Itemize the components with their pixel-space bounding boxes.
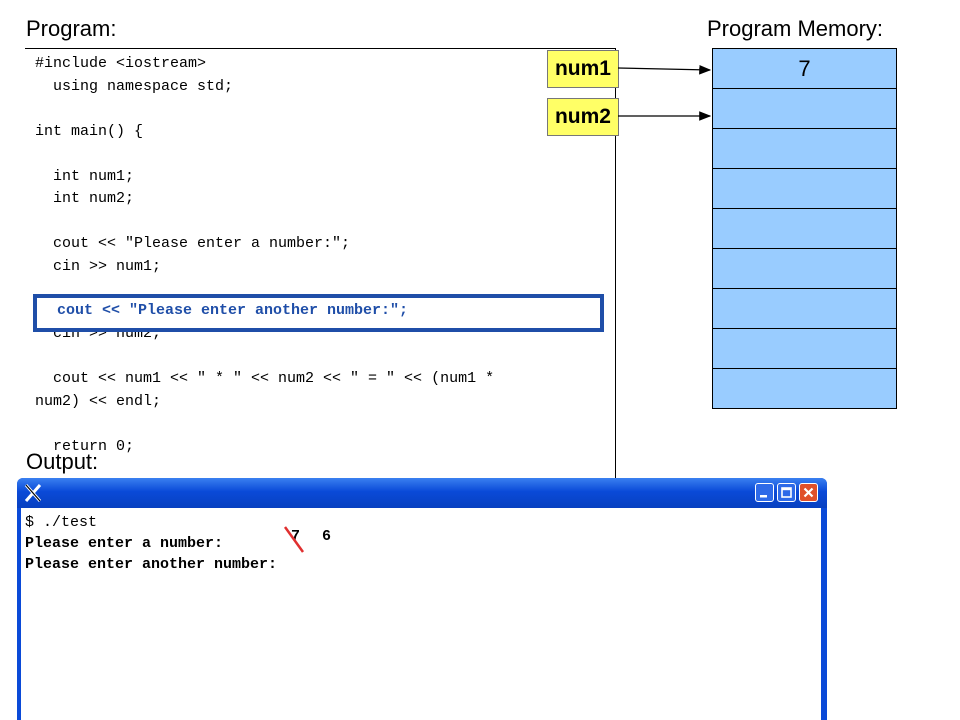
program-label: Program: — [26, 16, 117, 41]
close-button[interactable] — [799, 483, 818, 502]
x-window-app-icon — [24, 484, 42, 502]
program-panel-border — [615, 440, 616, 478]
code-line: cout << num1 << " * " << num2 << " = " <… — [35, 370, 495, 387]
code-line: num2) << endl; — [35, 392, 162, 410]
memory-cell — [713, 249, 896, 289]
window-title-bar[interactable] — [17, 478, 827, 508]
terminal-text: $ ./test Please enter a number: Please e… — [25, 512, 277, 575]
terminal-command-line: $ ./test — [25, 514, 98, 531]
code-line: int num2; — [35, 190, 135, 207]
memory-cell — [713, 369, 896, 409]
program-code: #include <iostream> using namespace std;… — [35, 53, 494, 458]
variable-num2-label: num2 — [547, 98, 619, 136]
memory-cell — [713, 169, 896, 209]
program-code-panel: #include <iostream> using namespace std;… — [25, 48, 616, 455]
code-line: return 0; — [35, 437, 135, 455]
terminal-output-area[interactable]: $ ./test Please enter a number: Please e… — [21, 508, 821, 720]
highlighted-code-line: cout << "Please enter another number:"; — [57, 302, 409, 319]
program-memory-label: Program Memory: — [707, 16, 884, 41]
code-line: cout << "Please enter a number:"; — [35, 235, 351, 252]
terminal-window: $ ./test Please enter a number: Please e… — [17, 478, 827, 720]
strike-through-mark — [283, 526, 305, 553]
memory-cell — [713, 209, 896, 249]
code-line: int num1; — [35, 167, 135, 185]
code-line: cin >> num1; — [35, 257, 162, 275]
memory-cell — [713, 329, 896, 369]
memory-cell: 7 — [713, 49, 896, 89]
struck-out-input: 7 — [283, 526, 313, 554]
maximize-icon — [781, 487, 792, 498]
program-memory: 7 — [712, 48, 897, 409]
consumed-input-value: 7 — [291, 528, 301, 545]
pending-input-value: 6 — [322, 528, 332, 545]
maximize-button[interactable] — [777, 483, 796, 502]
code-line: int main() { — [35, 122, 144, 140]
close-icon — [803, 487, 814, 498]
terminal-prompt-1: Please enter a number: — [25, 535, 233, 552]
memory-cell — [713, 129, 896, 169]
code-line: #include <iostream> — [35, 55, 207, 72]
current-line-highlight: cout << "Please enter another number:"; — [33, 294, 604, 332]
terminal-prompt-2: Please enter another number: — [25, 556, 278, 573]
minimize-button[interactable] — [755, 483, 774, 502]
output-label: Output: — [26, 449, 99, 474]
minimize-icon — [760, 495, 767, 498]
code-line: using namespace std; — [35, 77, 234, 95]
variable-num1-label: num1 — [547, 50, 619, 88]
arrow-num1 — [617, 64, 712, 75]
memory-cell — [713, 89, 896, 129]
memory-cell — [713, 289, 896, 329]
